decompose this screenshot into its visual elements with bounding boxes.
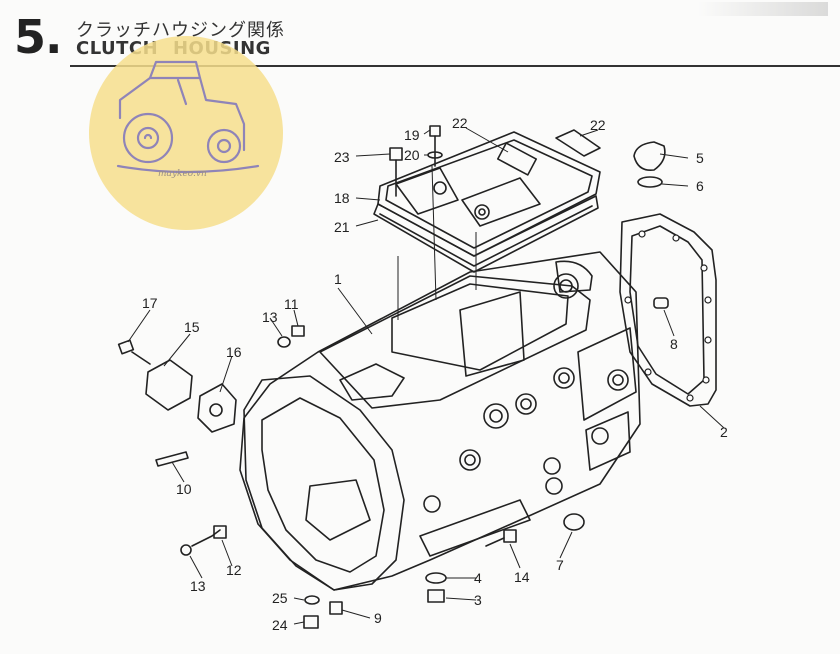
part-label: 25 [272, 590, 288, 606]
plate-22 [555, 129, 601, 157]
gasket-2 [619, 213, 717, 407]
part-label: 1 [334, 271, 342, 287]
part-label: 20 [404, 147, 420, 163]
part-label: 22 [590, 117, 606, 133]
section-number: 5. [14, 10, 62, 64]
part-label: 15 [184, 319, 200, 335]
part-label: 9 [374, 610, 382, 626]
part-label: 3 [474, 592, 482, 608]
part-label: 4 [474, 570, 482, 586]
cover-15 [145, 359, 193, 411]
scan-smudge [698, 2, 828, 16]
header-rule [70, 65, 840, 67]
leader-lines [127, 127, 725, 625]
part-label: 2 [720, 424, 728, 440]
part-label: 13 [262, 309, 278, 325]
tractor-icon [116, 60, 260, 174]
part-label: 24 [272, 617, 288, 633]
housing-linework [117, 125, 717, 629]
part-label: 19 [404, 127, 420, 143]
clutch-housing-body [239, 251, 641, 591]
part-label: 13 [190, 578, 206, 594]
watermark-text: maykeo.vn [158, 169, 207, 179]
watermark-badge: maykeo.vn [89, 36, 283, 230]
part-label: 7 [556, 557, 564, 573]
part-label: 18 [334, 190, 350, 206]
part-label: 10 [176, 481, 192, 497]
part-label: 6 [696, 178, 704, 194]
part-label: 8 [670, 336, 678, 352]
part-label: 14 [514, 569, 530, 585]
oil-cap-5 [633, 141, 666, 172]
part-label: 23 [334, 149, 350, 165]
part-label: 17 [142, 295, 158, 311]
part-label: 22 [452, 115, 468, 131]
part-label: 12 [226, 562, 242, 578]
part-label: 11 [284, 296, 299, 312]
part-label: 5 [696, 150, 704, 166]
section-title-japanese: クラッチハウジング関係 [76, 20, 285, 41]
part-label: 21 [334, 219, 350, 235]
part-label: 16 [226, 344, 242, 360]
gasket-16 [197, 383, 237, 433]
part-number-labels: 1 2 3 4 5 6 7 8 9 10 11 12 13 13 14 15 1… [142, 115, 728, 633]
